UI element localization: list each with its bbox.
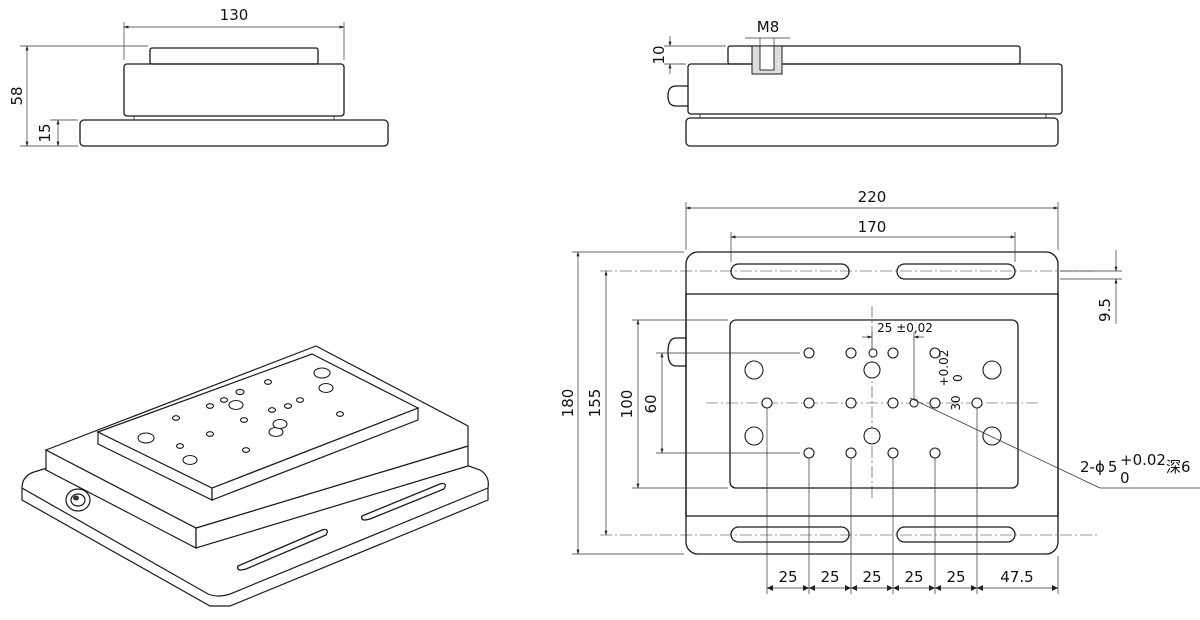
dim-pin-tol-upper: +0.02 <box>937 350 951 387</box>
dim-bottom-2: 25 <box>820 568 839 586</box>
side-view: M8 10 <box>650 18 1063 147</box>
dim-slot-row-spacing: 155 <box>586 389 604 418</box>
dim-hole-rows-outer: 100 <box>618 390 636 419</box>
dim-base-15: 15 <box>36 123 54 142</box>
top-view: 220 170 180 155 100 60 9.5 25 <box>559 188 1200 594</box>
dim-hole-rows-inner: 60 <box>642 394 660 413</box>
dim-bottom-4: 25 <box>904 568 923 586</box>
label-thread-m8: M8 <box>757 18 780 36</box>
dim-bottom-5: 25 <box>946 568 965 586</box>
dim-overall-width: 220 <box>858 188 887 206</box>
dim-bottom-3: 25 <box>862 568 881 586</box>
dim-width-130: 130 <box>220 6 249 24</box>
front-view: 130 58 15 <box>8 6 389 147</box>
dim-pin-spacing-x: 25 ±0,02 <box>877 321 933 335</box>
callout-tol-lower: 0 <box>1120 469 1130 487</box>
callout-tol-upper: +0.02 <box>1120 451 1166 469</box>
dim-bottom-1: 25 <box>778 568 797 586</box>
dim-plate-10: 10 <box>650 45 668 64</box>
dim-overall-height: 180 <box>559 389 577 418</box>
dim-pin-spacing-y: 30 <box>949 395 963 410</box>
dim-slot-spacing: 170 <box>858 218 887 236</box>
isometric-view <box>21 345 489 607</box>
dim-pin-tol-lower: 0 <box>951 374 965 382</box>
callout-depth: 深6 <box>1166 458 1191 476</box>
dim-height-58: 58 <box>8 86 26 105</box>
dim-slot-offset: 9.5 <box>1096 298 1114 322</box>
dim-bottom-6: 47.5 <box>1000 568 1033 586</box>
